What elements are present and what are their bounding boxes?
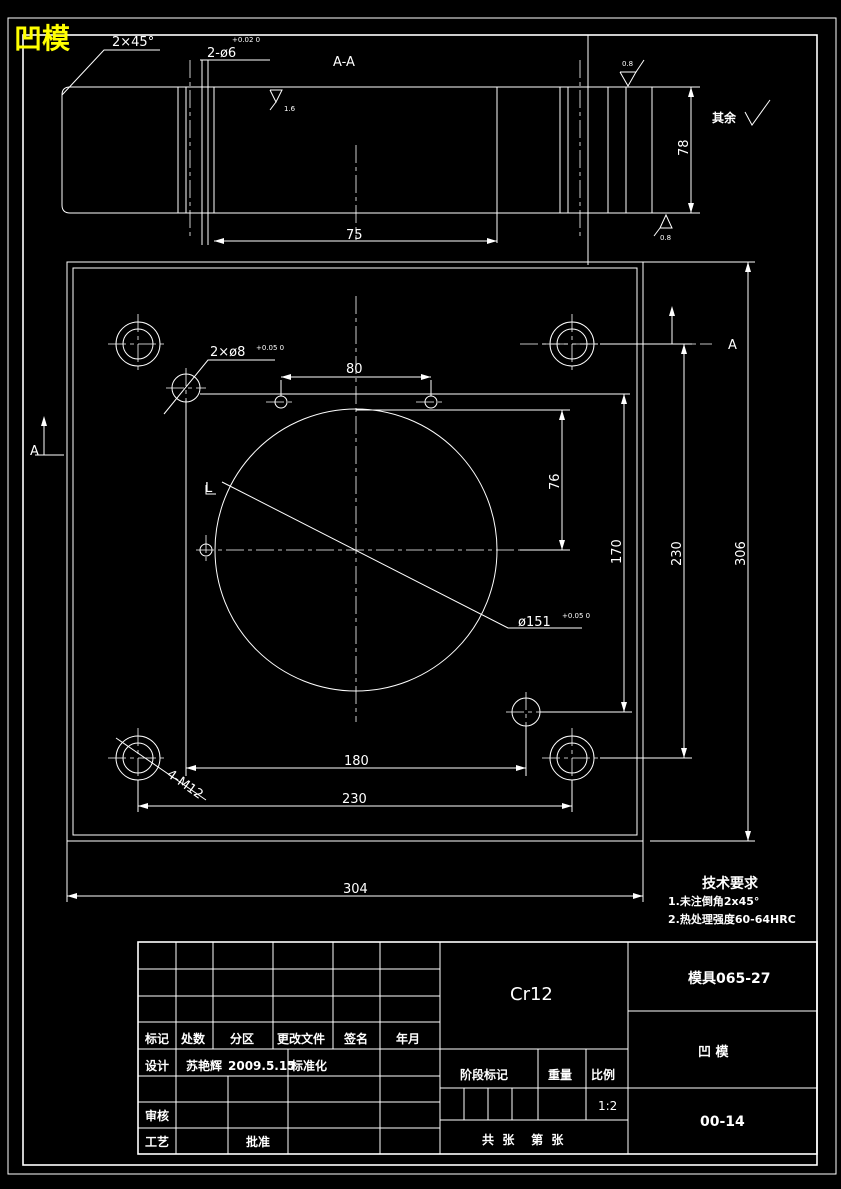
section-marker-right: A — [728, 338, 737, 353]
designer: 苏艳辉 — [186, 1058, 222, 1073]
weight: 重量 — [548, 1067, 572, 1082]
bore-tol: +0.05 0 — [562, 612, 590, 620]
rest-roughness-label: 其余 — [712, 110, 737, 125]
leader-mark: L — [205, 481, 213, 496]
dim-76: 76 — [548, 473, 563, 490]
dim-304: 304 — [343, 882, 368, 897]
material: Cr12 — [510, 984, 553, 1005]
dim-180: 180 — [344, 754, 369, 769]
holes-tol: +0.02 0 — [232, 36, 260, 44]
dim-170: 170 — [610, 539, 625, 564]
row-process: 工艺 — [145, 1134, 169, 1149]
dim-230-horizontal: 230 — [342, 792, 367, 807]
row-design: 设计 — [145, 1058, 169, 1073]
dim-306: 306 — [734, 541, 749, 566]
pin-holes-tol: +0.05 0 — [256, 344, 284, 352]
tech-req-line2: 2.热处理强度60-64HRC — [668, 912, 796, 926]
drawing-no: 00-14 — [700, 1114, 745, 1130]
standardize: 标准化 — [290, 1058, 327, 1073]
holes-label: 2-ø6 — [207, 46, 236, 61]
title-block: Cr12 模具065-27 凹 模 00-14 标记 处数 分区 更改文件 签名… — [137, 941, 818, 1155]
hdr-count: 处数 — [180, 1031, 206, 1046]
plan-view: A A 2×ø8 +0.05 0 80 76 170 — [30, 261, 755, 902]
hdr-mark: 标记 — [144, 1031, 169, 1046]
design-date: 2009.5.15 — [228, 1059, 296, 1073]
row-review: 审核 — [145, 1108, 169, 1123]
hdr-date: 年月 — [396, 1031, 420, 1046]
outer-frame — [7, 17, 837, 1175]
chamfer-label: 2×45° — [112, 35, 154, 50]
threads-label: 4-M12 — [164, 767, 206, 803]
scale-label: 比例 — [591, 1067, 615, 1082]
dim-78: 78 — [677, 139, 692, 156]
pin-holes-label: 2×ø8 — [210, 345, 245, 360]
scale-value: 1:2 — [598, 1099, 617, 1113]
stage-mark: 阶段标记 — [460, 1067, 508, 1082]
bore-circle — [214, 408, 498, 692]
section-marker-left: A — [30, 444, 39, 459]
dim-230-vertical: 230 — [670, 541, 685, 566]
hdr-change: 更改文件 — [277, 1031, 325, 1046]
drawing-no-top: 模具065-27 — [688, 970, 771, 987]
section-view: 2×45° 2-ø6 +0.02 0 A-A 1.6 0.8 0.8 78 75 — [61, 35, 700, 265]
hdr-zone: 分区 — [230, 1031, 254, 1046]
roughness-a: 1.6 — [284, 105, 296, 113]
section-label: A-A — [333, 55, 355, 70]
tech-req-heading: 技术要求 — [702, 875, 759, 892]
inner-frame — [22, 34, 818, 1166]
tech-requirements: 技术要求 1.未注倒角2x45° 2.热处理强度60-64HRC — [668, 875, 796, 926]
title-label: 凹模 — [14, 22, 71, 55]
roughness-c: 0.8 — [660, 234, 671, 242]
hdr-sign: 签名 — [343, 1031, 368, 1046]
sheets: 共 张 第 张 — [482, 1132, 564, 1147]
approve: 批准 — [246, 1134, 270, 1149]
bore-label: ø151 — [518, 615, 551, 630]
dim-80: 80 — [346, 362, 363, 377]
part-name: 凹 模 — [698, 1044, 730, 1060]
dim-75: 75 — [346, 228, 363, 243]
tech-req-line1: 1.未注倒角2x45° — [668, 894, 759, 908]
roughness-b: 0.8 — [622, 60, 633, 68]
